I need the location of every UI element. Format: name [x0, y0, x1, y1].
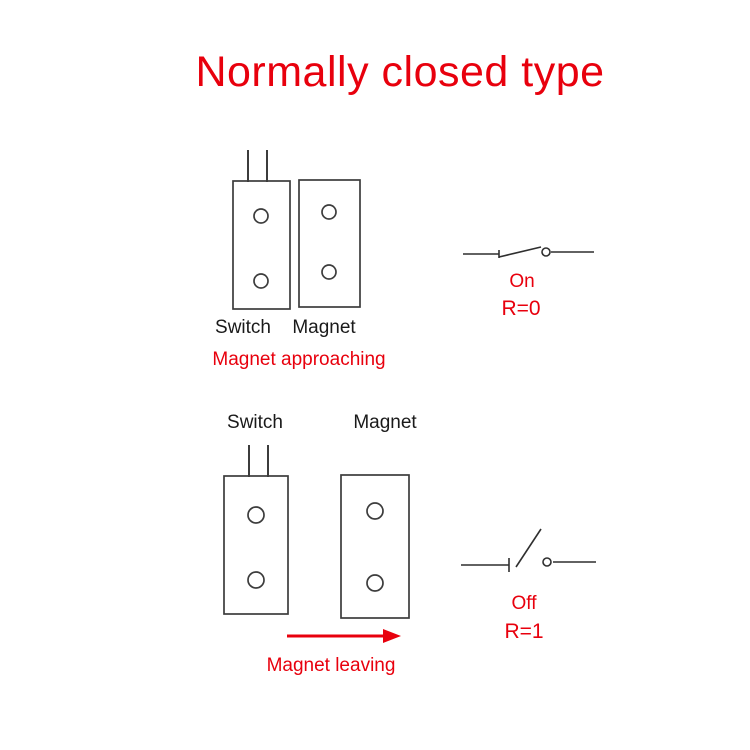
switch-hole-top [253, 208, 269, 224]
magnet-body [298, 179, 361, 308]
leaving-caption: Magnet leaving [266, 655, 396, 676]
switch-hole-bottom [253, 273, 269, 289]
off-state-label: Off [511, 593, 537, 614]
approaching-caption: Magnet approaching [212, 349, 386, 370]
switch-hole-top [247, 506, 265, 524]
resistance-zero-label: R=0 [501, 297, 541, 320]
open-switch-symbol-icon [461, 528, 596, 572]
open-switch-blade [515, 528, 542, 568]
switch-label-bottom: Switch [227, 412, 283, 433]
resistance-one-label: R=1 [504, 620, 544, 643]
reed-switch-body [232, 180, 291, 310]
arrow-right-head-icon [383, 629, 401, 643]
reed-switch-body [223, 475, 289, 615]
switch-label-top: Switch [215, 317, 271, 338]
closed-switch-contact [541, 247, 551, 257]
page-title: Normally closed type [195, 48, 605, 96]
magnet-hole-bottom [321, 264, 337, 280]
magnet-label-top: Magnet [292, 317, 356, 338]
open-switch-contact [542, 557, 552, 567]
magnet-hole-top [321, 204, 337, 220]
magnet-hole-bottom [366, 574, 384, 592]
switch-hole-bottom [247, 571, 265, 589]
magnet-label-bottom: Magnet [353, 412, 417, 433]
on-state-label: On [509, 271, 535, 292]
magnet-hole-top [366, 502, 384, 520]
leaving-scene [223, 445, 410, 643]
approaching-scene [232, 150, 361, 310]
closed-switch-blade [498, 246, 542, 258]
magnet-body [340, 474, 410, 619]
closed-switch-symbol-icon [463, 246, 594, 258]
